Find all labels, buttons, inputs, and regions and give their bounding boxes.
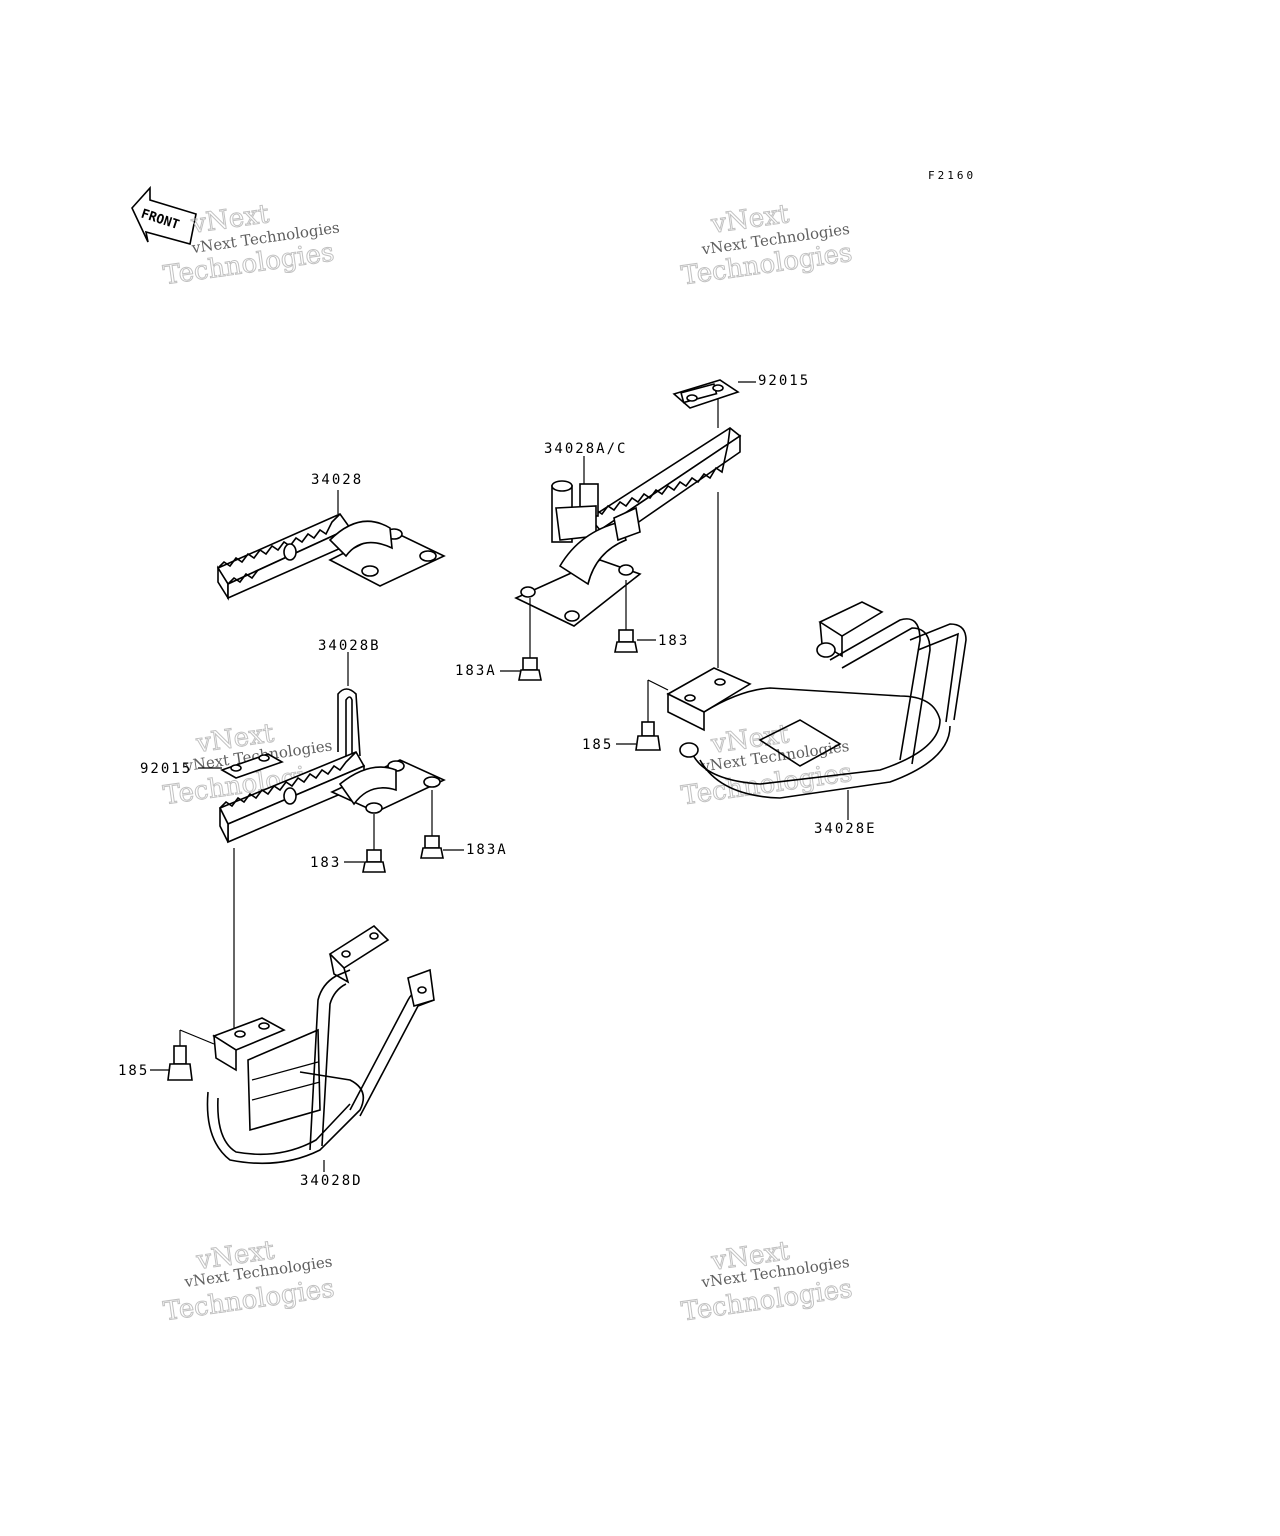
- label-34028AC: 34028A/C: [544, 441, 627, 457]
- label-34028E: 34028E: [814, 821, 877, 837]
- watermark-bottom-right: vNext vNext Technologies Technologies: [679, 1236, 855, 1328]
- label-183A-left: 183A: [455, 663, 497, 679]
- figure-code: F2160: [928, 169, 976, 182]
- label-34028: 34028: [311, 472, 363, 488]
- guard-34028D: [206, 848, 435, 1172]
- label-92015-top: 92015: [758, 373, 810, 389]
- bolt-183A-left: [500, 598, 542, 681]
- plate-92015-left: [198, 753, 284, 779]
- bolt-183-right: [614, 580, 656, 653]
- plate-92015-top: [672, 379, 756, 428]
- label-92015-left: 92015: [140, 761, 192, 777]
- bolt-183-lower: [344, 814, 386, 873]
- watermark-bottom-left: vNext vNext Technologies Technologies: [161, 1235, 337, 1328]
- watermark-top-right: vNext vNext Technologies Technologies: [679, 199, 855, 292]
- footpeg-34028AC: [514, 427, 742, 627]
- footpeg-34028B: [218, 652, 446, 844]
- label-34028D: 34028D: [300, 1173, 363, 1189]
- label-34028B: 34028B: [318, 638, 381, 654]
- footpeg-34028: [216, 490, 446, 601]
- bolt-185-right: [616, 679, 669, 751]
- guard-34028E: [666, 492, 967, 820]
- label-183-lower: 183: [310, 855, 341, 871]
- bolt-185-left: [150, 1029, 215, 1081]
- label-185-right: 185: [582, 737, 613, 753]
- front-arrow-icon: FRONT: [131, 185, 197, 245]
- bolt-183A-lower: [420, 790, 464, 859]
- label-183A-lower: 183A: [466, 842, 508, 858]
- label-185-left: 185: [118, 1063, 149, 1079]
- label-183-right: 183: [658, 633, 689, 649]
